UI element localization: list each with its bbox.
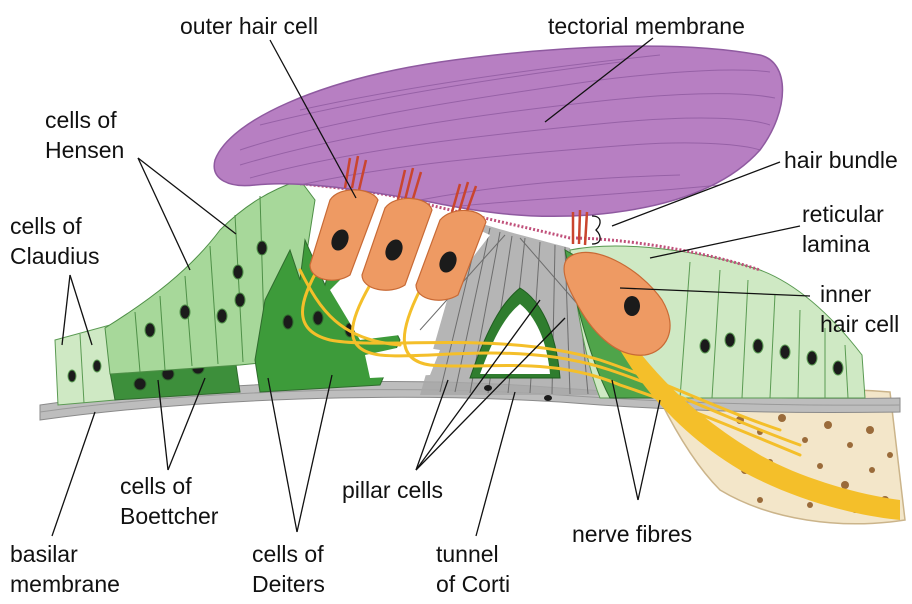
label-hair-bundle: hair bundle bbox=[784, 147, 898, 173]
label-cells-of-deiters-line2: Deiters bbox=[252, 571, 325, 597]
label-nerve-fibres: nerve fibres bbox=[572, 521, 692, 547]
label-reticular-lamina-line2: lamina bbox=[802, 231, 870, 257]
label-inner-hair-cell-line2: hair cell bbox=[820, 311, 899, 337]
label-cells-of-hensen-line2: Hensen bbox=[45, 137, 124, 163]
label-tunnel-of-corti-line2: of Corti bbox=[436, 571, 510, 597]
label-basilar-membrane-line1: basilar bbox=[10, 541, 78, 567]
label-cells-of-claudius-line1: cells of bbox=[10, 213, 82, 239]
label-tectorial-membrane: tectorial membrane bbox=[548, 13, 745, 39]
label-cells-of-deiters-line1: cells of bbox=[252, 541, 324, 567]
label-basilar-membrane-line2: membrane bbox=[10, 571, 120, 597]
label-reticular-lamina-line1: reticular bbox=[802, 201, 884, 227]
label-cells-of-boettcher-line1: cells of bbox=[120, 473, 192, 499]
label-tunnel-of-corti-line1: tunnel bbox=[436, 541, 499, 567]
label-cells-of-claudius-line2: Claudius bbox=[10, 243, 100, 269]
label-pillar-cells: pillar cells bbox=[342, 477, 443, 503]
label-cells-of-boettcher-line2: Boettcher bbox=[120, 503, 219, 529]
label-outer-hair-cell: outer hair cell bbox=[180, 13, 318, 39]
label-inner-hair-cell-line1: inner bbox=[820, 281, 871, 307]
label-cells-of-hensen-line1: cells of bbox=[45, 107, 117, 133]
